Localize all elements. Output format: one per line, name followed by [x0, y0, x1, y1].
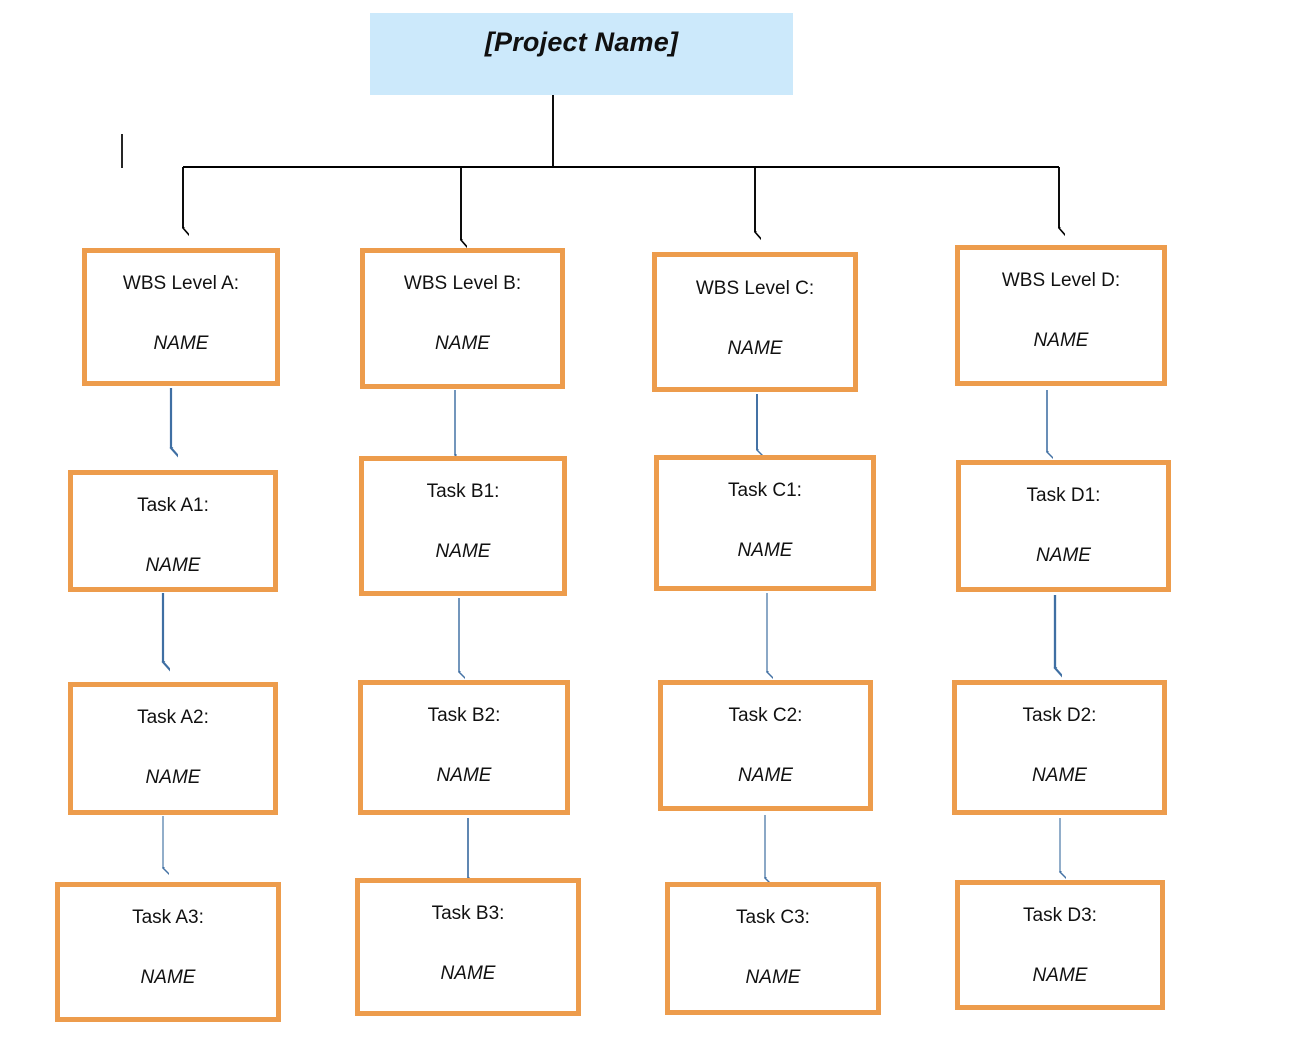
task-a3-title: Task A3: [132, 907, 204, 928]
task-box-c2[interactable]: Task C2: NAME [658, 680, 873, 811]
wbs-level-box-b[interactable]: WBS Level B: NAME [360, 248, 565, 389]
task-b3-name: NAME [440, 963, 496, 984]
wbs-level-box-d[interactable]: WBS Level D: NAME [955, 245, 1167, 386]
task-box-d2[interactable]: Task D2: NAME [952, 680, 1167, 815]
task-b3-title: Task B3: [431, 903, 505, 924]
task-box-b3[interactable]: Task B3: NAME [355, 878, 581, 1016]
wbs-level-a-title: WBS Level A: [122, 273, 240, 294]
wbs-level-c-name: NAME [727, 338, 783, 359]
task-b1-title: Task B1: [426, 481, 500, 502]
task-b2-name: NAME [436, 765, 492, 786]
task-c1-title: Task C1: [728, 480, 802, 501]
task-box-c3[interactable]: Task C3: NAME [665, 882, 881, 1015]
wbs-level-b-name: NAME [435, 333, 490, 354]
wbs-level-d-name: NAME [1033, 330, 1089, 351]
task-a2-name: NAME [145, 767, 201, 788]
project-name-label: [Project Name] [484, 27, 679, 57]
task-box-b1[interactable]: Task B1: NAME [359, 456, 567, 596]
task-d1-name: NAME [1036, 545, 1091, 566]
task-box-c1[interactable]: Task C1: NAME [654, 455, 876, 591]
task-d2-name: NAME [1032, 765, 1087, 786]
task-box-a2[interactable]: Task A2: NAME [68, 682, 278, 815]
task-c2-name: NAME [738, 765, 793, 786]
task-a1-title: Task A1: [137, 495, 209, 516]
task-box-d3[interactable]: Task D3: NAME [955, 880, 1165, 1010]
task-c2-title: Task C2: [728, 705, 803, 726]
wbs-level-a-name: NAME [153, 333, 209, 354]
wbs-level-d-title: WBS Level D: [1001, 270, 1121, 291]
task-b2-title: Task B2: [427, 705, 501, 726]
task-b1-name: NAME [435, 541, 491, 562]
task-c3-title: Task C3: [736, 907, 810, 928]
task-a2-title: Task A2: [137, 707, 209, 728]
task-a3-name: NAME [140, 967, 196, 988]
task-d3-name: NAME [1032, 965, 1088, 986]
task-d1-title: Task D1: [1026, 485, 1101, 506]
task-box-a1[interactable]: Task A1: NAME [68, 470, 278, 592]
wbs-level-box-c[interactable]: WBS Level C: NAME [652, 252, 858, 392]
task-box-d1[interactable]: Task D1: NAME [956, 460, 1171, 592]
task-c3-name: NAME [745, 967, 801, 988]
task-a1-name: NAME [145, 555, 201, 576]
task-box-b2[interactable]: Task B2: NAME [358, 680, 570, 815]
task-d2-title: Task D2: [1022, 705, 1097, 726]
wbs-level-box-a[interactable]: WBS Level A: NAME [82, 248, 280, 386]
wbs-level-b-title: WBS Level B: [403, 273, 522, 294]
task-c1-name: NAME [737, 540, 793, 561]
wbs-level-c-title: WBS Level C: [695, 278, 815, 299]
task-d3-title: Task D3: [1023, 905, 1097, 926]
project-name-node[interactable]: [Project Name] [370, 13, 793, 95]
task-box-a3[interactable]: Task A3: NAME [55, 882, 281, 1022]
